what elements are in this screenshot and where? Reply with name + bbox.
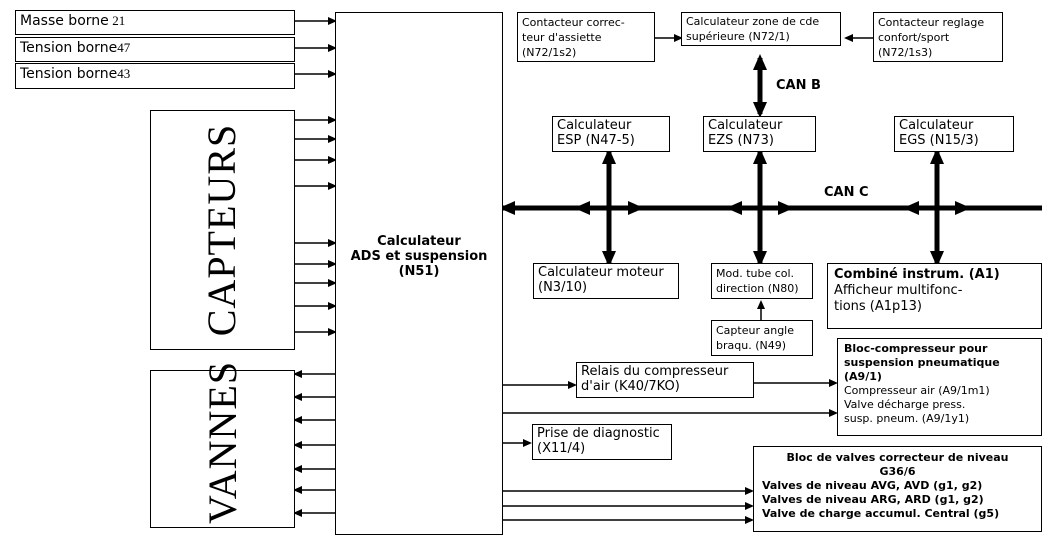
capteurs-box [150,110,295,350]
combine-instrum-title: Combiné instrum. (A1) [834,267,1000,282]
tension-borne-43-label: Tension borne [20,66,118,82]
combine-instrum-box: Combiné instrum. (A1) Afficheur multifon… [827,263,1042,329]
capteur-angle-box: Capteur angle braqu. (N49) [711,320,813,356]
masse-borne-number: 21 [112,13,126,28]
tension-borne-47-label: Tension borne [20,40,118,56]
ecu-egs-box: Calculateur EGS (N15/3) [894,116,1014,152]
calculateur-zone-box: Calculateur zone de cde supérieure (N72/… [681,12,841,46]
bloc-valves-line5: Valve de charge accumul. Central (g5) [762,507,1000,520]
tension-borne-47-text: Tension borne47 [20,40,130,57]
bloc-compresseur-title: Bloc-compresseur pour suspension pneumat… [844,342,1000,383]
main-ecu-line1: Calculateur [377,234,461,249]
main-ecu-box [335,12,503,535]
vannes-label: VANNES [200,360,245,524]
main-ecu-label: Calculateur ADS et suspension (N51) [335,234,503,279]
bloc-valves-box: Bloc de valves correcteur de niveau G36/… [753,446,1042,532]
capteurs-label: CAPTEURS [199,123,244,337]
contacteur-reglage-box: Contacteur reglage confort/sport (N72/1s… [873,12,1003,62]
vannes-box [150,370,295,528]
bloc-compresseur-box: Bloc-compresseur pour suspension pneumat… [837,338,1042,436]
main-ecu-line2: ADS et suspension [350,249,488,264]
masse-borne-box [15,10,295,35]
tension-borne-47-box [15,37,295,62]
capteurs-arrows [295,116,337,336]
relais-compresseur-box: Relais du compresseur d'air (K40/7KO) [576,362,754,398]
can-b-label: CAN B [776,78,821,93]
bloc-valves-line1: Bloc de valves correcteur de niveau [786,451,1009,464]
ecu-ezs-box: Calculateur EZS (N73) [703,116,816,152]
prise-diagnostic-box: Prise de diagnostic (X11/4) [532,424,672,460]
ecu-esp-box: Calculateur ESP (N47-5) [552,116,670,152]
vannes-arrows [293,370,335,517]
bloc-valves-line2: G36/6 [879,465,916,478]
bloc-compresseur-rest: Compresseur air (A9/1m1) Valve décharge … [844,384,990,425]
contacteur-assiette-box: Contacteur correc- teur d'assiette (N72/… [517,12,655,62]
masse-borne-text: Masse borne 21 [20,13,125,30]
tension-borne-43-text: Tension borne43 [20,66,130,83]
bloc-valves-line3: Valves de niveau AVG, AVD (g1, g2) [762,479,983,492]
tension-borne-47-number: 47 [117,40,131,55]
combine-instrum-rest: Afficheur multifonc- tions (A1p13) [834,283,963,314]
tension-borne-43-box [15,63,295,89]
ecu-moteur-box: Calculateur moteur (N3/10) [533,263,679,299]
tube-col-box: Mod. tube col. direction (N80) [711,263,813,299]
main-ecu-line3: (N51) [398,264,440,279]
masse-borne-label: Masse borne [20,13,109,29]
bloc-valves-line4: Valves de niveau ARG, ARD (g1, g2) [762,493,984,506]
can-c-label: CAN C [824,185,869,200]
tension-borne-43-number: 43 [117,66,131,81]
